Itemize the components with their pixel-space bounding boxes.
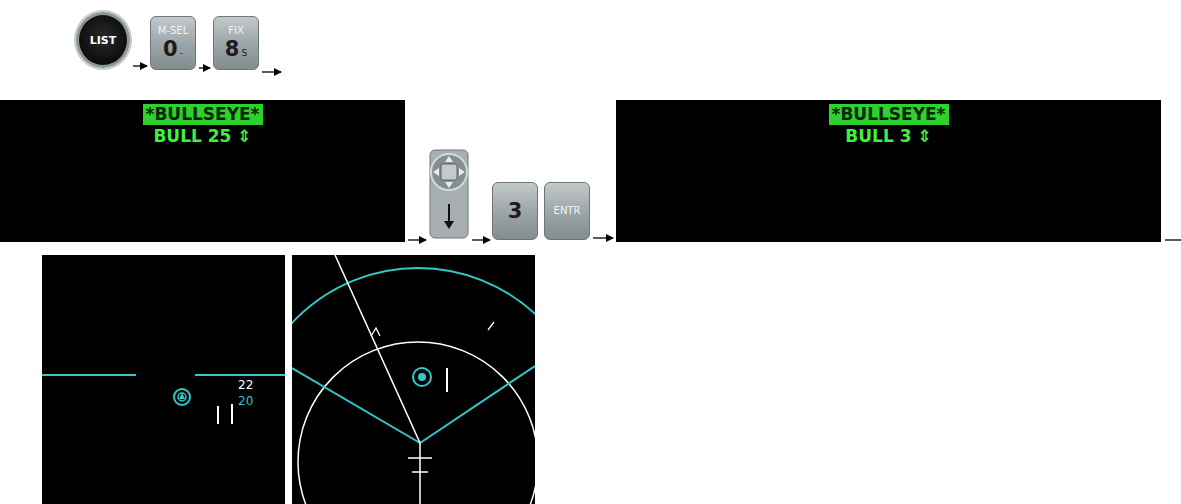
button-label: LIST	[90, 34, 117, 47]
flow-arrow	[262, 71, 281, 72]
hsd-picture	[292, 255, 535, 504]
key-function: FIX	[228, 25, 244, 37]
ufc-display: *BULLSEYE*BULL 3 ⇕	[616, 100, 1161, 242]
key-row: 0-	[163, 37, 183, 61]
key-digit: 8	[225, 37, 240, 61]
ufc-key: 3	[492, 182, 538, 240]
flow-arrow	[133, 65, 147, 66]
key-digit: 0	[163, 37, 178, 61]
flow-line	[1165, 239, 1181, 240]
flow-arrow	[593, 237, 613, 238]
flow-arrow	[472, 239, 490, 240]
key-letter: S	[241, 48, 247, 58]
display-title: *BULLSEYE*	[143, 104, 263, 125]
key-row: 8S	[225, 37, 247, 61]
ufc-key: ENTR	[544, 182, 590, 240]
hud-number: 22	[238, 378, 253, 392]
display-line: BULL 25 ⇕	[153, 126, 251, 147]
ufc-key: M-SEL0-	[150, 16, 196, 70]
flow-arrow	[408, 239, 426, 240]
flow-arrow	[199, 67, 210, 68]
display-title: *BULLSEYE*	[829, 104, 949, 125]
key-label: 3	[508, 199, 523, 223]
ufc-key: FIX8S	[213, 16, 259, 70]
key-label: ENTR	[554, 205, 581, 217]
dcs-switch	[430, 150, 468, 238]
ufc-display: *BULLSEYE*BULL 25 ⇕	[0, 100, 405, 242]
hud-number: 20	[238, 394, 253, 408]
key-letter: -	[180, 48, 183, 58]
hud-picture	[42, 255, 285, 504]
display-line: BULL 3 ⇕	[845, 126, 931, 147]
round-button: LIST	[76, 12, 130, 68]
key-function: M-SEL	[158, 25, 188, 37]
